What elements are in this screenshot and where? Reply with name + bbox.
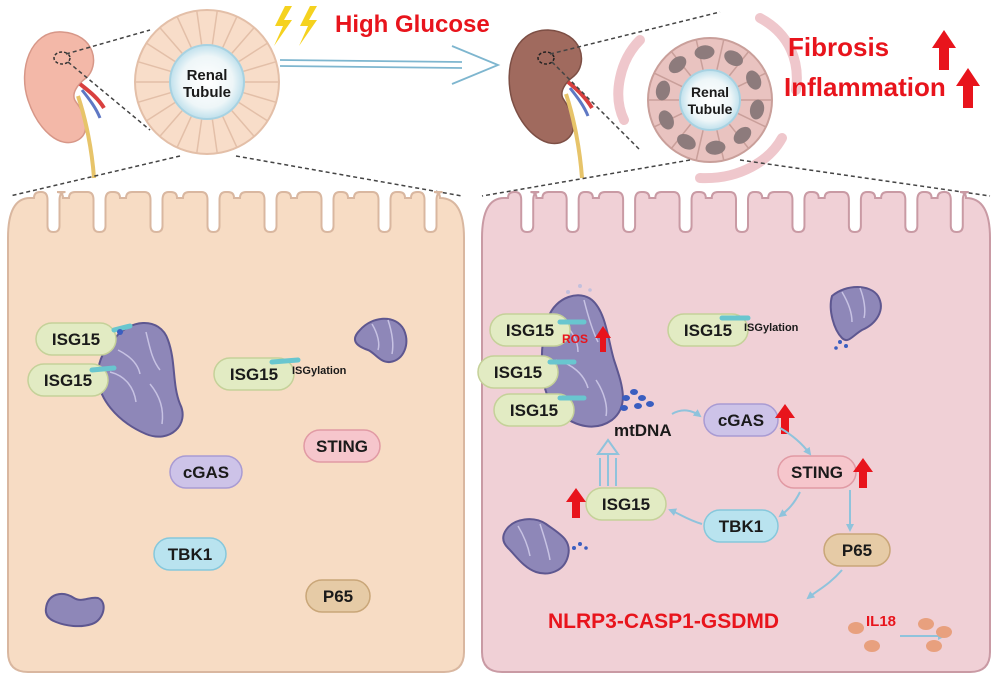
svg-text:cGAS: cGAS	[183, 463, 229, 482]
isg15-pill: ISG15	[477, 355, 559, 389]
svg-text:TBK1: TBK1	[168, 545, 212, 564]
mtdna-label: mtDNA	[614, 421, 672, 440]
cell-nucleus	[733, 126, 752, 144]
svg-text:ISG15: ISG15	[506, 321, 554, 340]
svg-text:ISG15: ISG15	[510, 401, 558, 420]
cell-nucleus	[655, 80, 671, 101]
isgylation-tag	[117, 329, 123, 335]
mitochondrion-icon	[44, 592, 105, 628]
isgylation-tag	[111, 323, 133, 333]
mitochondrion-icon	[353, 317, 408, 364]
svg-text:ISG15: ISG15	[44, 371, 92, 390]
isg15-pill: ISG15	[493, 393, 575, 427]
feedback-arrow	[596, 438, 620, 486]
tbk1-pill: TBK1	[703, 509, 779, 543]
mitochondrion-icon	[502, 518, 588, 575]
svg-text:ISG15: ISG15	[494, 363, 542, 382]
cell-nucleus	[705, 140, 726, 155]
cell-nucleus	[668, 56, 687, 74]
cell-nucleus	[724, 50, 743, 67]
tubule-label-line2: Tubule	[183, 84, 231, 101]
il18-label: IL18	[866, 613, 896, 630]
zoom-lines-right-top	[549, 11, 721, 151]
up-arrow-icon	[932, 30, 956, 70]
zoom-lines-cells	[9, 155, 991, 197]
up-arrow-icon	[956, 68, 980, 108]
cgas-pill: cGAS	[703, 403, 779, 437]
cell-nucleus	[694, 45, 715, 60]
cell-nucleus	[677, 133, 696, 150]
mitochondrion-icon	[829, 286, 882, 350]
svg-text:STING: STING	[791, 463, 843, 482]
svg-text:ISG15: ISG15	[52, 330, 100, 349]
inflammasome-label: NLRP3-CASP1-GSDMD	[548, 610, 779, 633]
mtdna-fragments	[620, 389, 654, 411]
up-arrow-icon	[775, 404, 795, 434]
high-glucose-label: High Glucose	[335, 11, 490, 38]
svg-text:ISG15: ISG15	[602, 495, 650, 514]
tbk1-pill: TBK1	[153, 537, 227, 571]
tubule-label-line1-right: Renal	[691, 84, 729, 100]
isg15-pill: ISG15	[489, 313, 571, 347]
transition-arrow	[279, 45, 501, 85]
tubule-label-line1: Renal	[187, 67, 228, 84]
isgylation-label: ISGylation	[744, 322, 799, 334]
isgylation-tag	[89, 365, 117, 373]
sting-pill: STING	[303, 429, 381, 463]
up-arrow-icon	[853, 458, 873, 488]
p65-pill: P65	[305, 579, 371, 613]
healthy-cell	[7, 191, 465, 673]
zoom-lines-left-top	[65, 29, 151, 131]
svg-text:TBK1: TBK1	[719, 517, 763, 536]
isg15-pill: ISG15	[667, 313, 749, 347]
isg15-pill: ISG15	[585, 487, 667, 521]
svg-text:STING: STING	[316, 437, 368, 456]
svg-text:ISG15: ISG15	[230, 365, 278, 384]
isgylation-tag	[269, 357, 301, 365]
kidney-icon-diseased	[508, 29, 594, 179]
kidney-icon-healthy	[23, 31, 106, 179]
renal-tubule-healthy: Renal Tubule	[134, 9, 280, 155]
cell-nucleus	[749, 99, 765, 120]
svg-text:P65: P65	[842, 541, 872, 560]
tubule-label-line2-right: Tubule	[688, 101, 733, 117]
isg15-pill: ISG15	[27, 363, 109, 397]
isgylation-label: ISGylation	[292, 365, 347, 377]
up-arrow-icon	[566, 488, 586, 518]
cell-nucleus	[746, 70, 762, 90]
il18-particles	[848, 618, 952, 652]
sting-pill: STING	[777, 455, 857, 489]
renal-tubule-damaged: Renal Tubule	[613, 13, 802, 184]
p65-pill: P65	[823, 533, 891, 567]
isg15-pill: ISG15	[213, 357, 295, 391]
pathway-arrows	[668, 409, 946, 640]
svg-text:cGAS: cGAS	[718, 411, 764, 430]
fibrosis-label: Fibrosis	[788, 32, 889, 62]
cgas-pill: cGAS	[169, 455, 243, 489]
lightning-icon	[274, 6, 317, 46]
ros-label: ROS	[562, 332, 588, 346]
isg15-pill: ISG15	[35, 322, 117, 356]
up-arrow-icon	[595, 326, 611, 352]
cell-nucleus	[658, 110, 674, 130]
inflammation-label: Inflammation	[784, 72, 946, 102]
svg-text:ISG15: ISG15	[684, 321, 732, 340]
svg-text:P65: P65	[323, 587, 353, 606]
